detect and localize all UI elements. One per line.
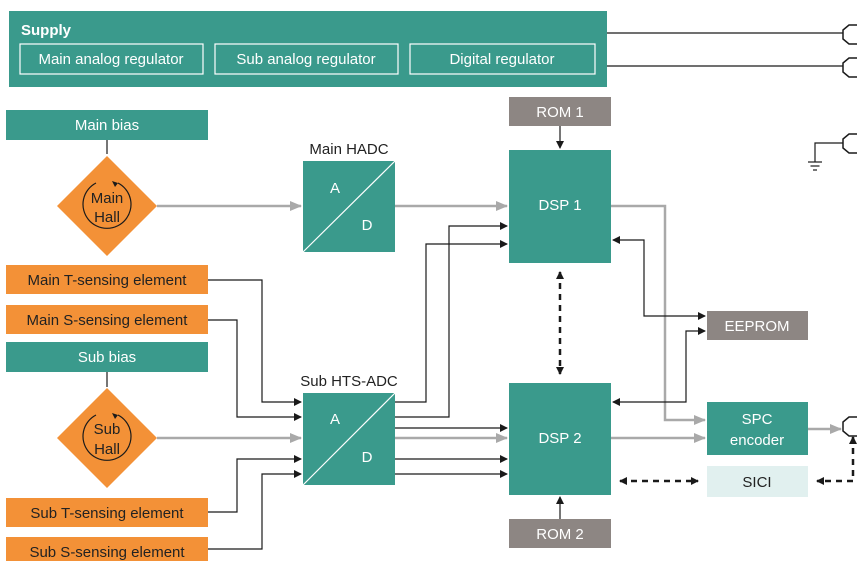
main-hall-label-2: Hall [94, 209, 120, 226]
main-s-sensing-box [6, 305, 208, 334]
sici-box [707, 466, 808, 497]
sub-analog-regulator-box [214, 43, 399, 75]
line-adc-to-dsp1-b [395, 222, 508, 418]
main-hall-diamond [57, 156, 157, 256]
main-hadc-title: Main HADC [309, 141, 388, 158]
supply-title: Supply [21, 22, 72, 39]
pin-connector-gnd [842, 57, 857, 78]
sub-hts-adc-divider [302, 392, 396, 486]
dsp2-label: DSP 2 [538, 430, 581, 447]
main-hall-sensor: Main Hall [57, 156, 157, 256]
supply-block: Supply Main analog regulator Sub analog … [9, 11, 607, 87]
sub-hts-adc-d: D [362, 449, 373, 466]
main-analog-regulator-box [19, 43, 204, 75]
main-bias-label: Main bias [75, 117, 139, 134]
rom2-label: ROM 2 [536, 526, 584, 543]
sub-hall-rotation-icon [82, 414, 132, 461]
rom1-box [509, 97, 611, 126]
line-adc-to-dsp1-a [395, 240, 508, 403]
ground-icon [808, 142, 843, 171]
sici-label: SICI [742, 474, 771, 491]
main-hall-label-1: Main [91, 190, 124, 207]
line-sub-s-to-adc [208, 470, 302, 550]
arrow-dsp1-to-spc [611, 204, 706, 425]
sub-bias-label: Sub bias [78, 349, 136, 366]
dsp2-box [509, 383, 611, 495]
main-s-sensing-label: Main S-sensing element [27, 312, 189, 329]
sub-s-sensing-box [6, 537, 208, 561]
eeprom-label: EEPROM [724, 318, 789, 335]
digital-signal-lines [208, 126, 706, 550]
rom1-label: ROM 1 [536, 104, 584, 121]
sub-hts-adc-block: A D [302, 392, 396, 486]
sub-hall-rotation-arrowhead [112, 413, 118, 419]
spc-encoder-label-2: encoder [730, 432, 784, 449]
pin-connector-output [842, 416, 857, 437]
sub-s-sensing-label: Sub S-sensing element [29, 544, 185, 561]
sub-hts-adc-title: Sub HTS-ADC [300, 373, 398, 390]
line-dsp1-eeprom [612, 236, 706, 320]
main-analog-regulator-label: Main analog regulator [38, 51, 183, 68]
sub-hall-label-2: Hall [94, 441, 120, 458]
sub-hts-adc-a: A [330, 411, 340, 428]
sub-analog-regulator-label: Sub analog regulator [236, 51, 375, 68]
spc-encoder-label-1: SPC [742, 411, 773, 428]
rom2-box [509, 519, 611, 548]
main-hadc-divider [302, 160, 396, 253]
line-main-s-to-adc [208, 319, 302, 421]
sub-t-sensing-label: Sub T-sensing element [30, 505, 184, 522]
main-hadc-d: D [362, 217, 373, 234]
pin-connectors [842, 24, 857, 437]
supply-pin-lines [607, 32, 843, 67]
main-hall-rotation-icon [82, 182, 132, 229]
dashed-links [556, 271, 857, 485]
digital-regulator-label: Digital regulator [449, 51, 554, 68]
sub-hall-diamond [57, 388, 157, 488]
dsp1-box [509, 150, 611, 263]
main-hadc-block: A D [302, 160, 396, 253]
sub-bias-box [6, 342, 208, 372]
eeprom-box [707, 311, 808, 340]
supply-panel [9, 11, 607, 87]
spc-encoder-box [707, 402, 808, 455]
sub-t-sensing-box [6, 498, 208, 527]
line-sici-pin-link [816, 436, 857, 485]
main-hall-rotation-arrowhead [112, 181, 118, 187]
pin-connector-ground-ref [842, 133, 857, 154]
line-main-t-to-adc [208, 279, 302, 406]
digital-regulator-box [409, 43, 596, 75]
line-dsp2-eeprom [612, 327, 706, 406]
main-bias-box [6, 110, 208, 140]
main-t-sensing-box [6, 265, 208, 294]
main-hadc-a: A [330, 180, 340, 197]
pin-connector-vdd [842, 24, 857, 45]
sub-hall-sensor: Sub Hall [57, 388, 157, 488]
line-sub-t-to-adc [208, 455, 302, 513]
sub-hall-label-1: Sub [94, 421, 121, 438]
main-t-sensing-label: Main T-sensing element [28, 272, 188, 289]
dsp1-label: DSP 1 [538, 197, 581, 214]
